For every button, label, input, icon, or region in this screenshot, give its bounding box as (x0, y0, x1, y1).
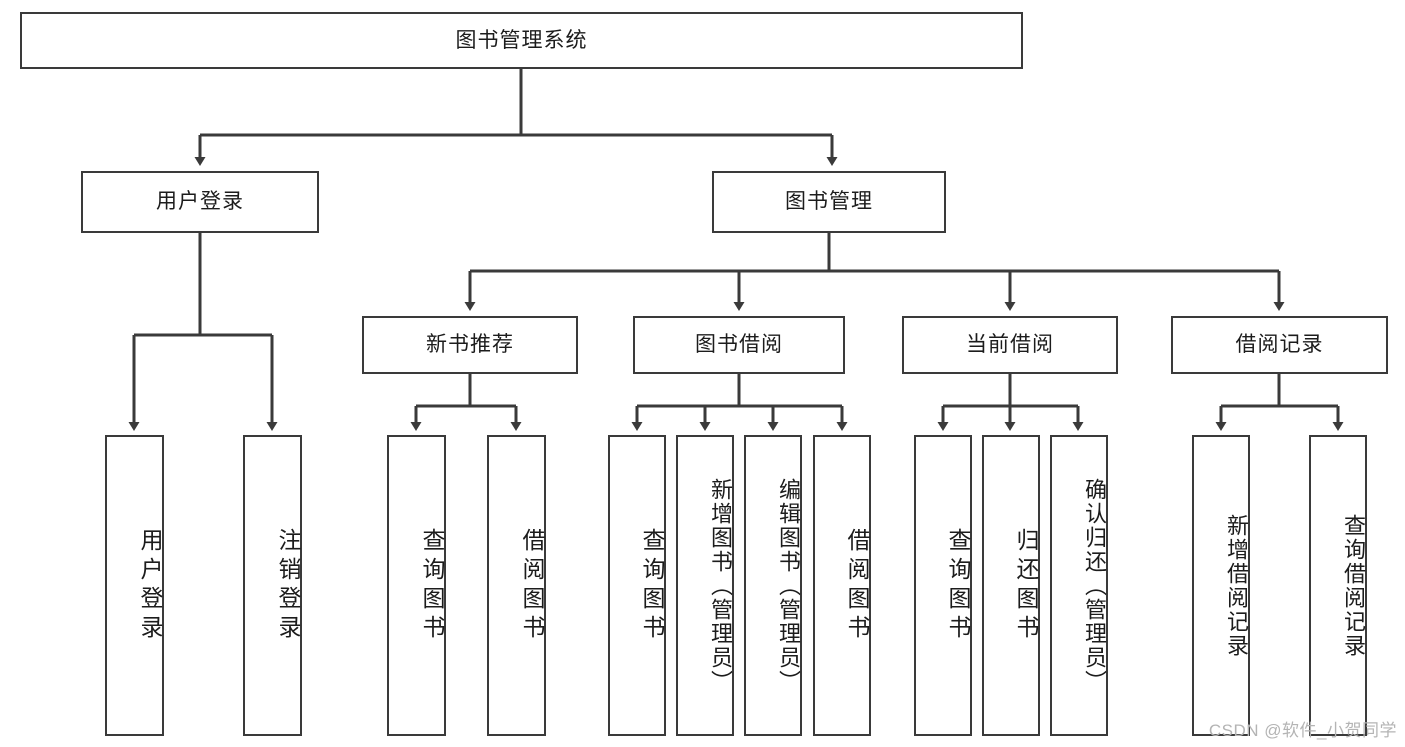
node-leaf-user-login[interactable]: 用户登录 (105, 435, 164, 736)
node-new-book-recommend-label: 新书推荐 (426, 333, 514, 357)
node-leaf-add-book-admin[interactable]: 新增图书（管理员） (676, 435, 734, 736)
node-current-borrow[interactable]: 当前借阅 (902, 316, 1118, 374)
node-leaf-confirm-return-admin[interactable]: 确认归还（管理员） (1050, 435, 1108, 736)
node-current-borrow-label: 当前借阅 (966, 333, 1054, 357)
node-leaf-borrow-query-book-label: 查询图书 (639, 527, 665, 644)
node-new-book-recommend[interactable]: 新书推荐 (362, 316, 578, 374)
watermark-text: CSDN @软件_小贺同学 (1208, 721, 1397, 740)
node-leaf-query-borrow-record[interactable]: 查询借阅记录 (1309, 435, 1367, 736)
node-book-borrow[interactable]: 图书借阅 (633, 316, 845, 374)
node-leaf-user-logout[interactable]: 注销登录 (243, 435, 302, 736)
node-leaf-add-borrow-record[interactable]: 新增借阅记录 (1192, 435, 1250, 736)
node-borrow-record-label: 借阅记录 (1235, 333, 1324, 357)
node-leaf-recommend-query-book-label: 查询图书 (419, 527, 445, 644)
node-leaf-add-book-admin-label: 新增图书（管理员） (708, 477, 733, 694)
node-leaf-borrow-borrow-book[interactable]: 借阅图书 (813, 435, 871, 736)
node-leaf-borrow-query-book[interactable]: 查询图书 (608, 435, 666, 736)
node-user-login[interactable]: 用户登录 (81, 171, 319, 233)
node-leaf-borrow-borrow-book-label: 借阅图书 (844, 527, 870, 644)
node-leaf-recommend-query-book[interactable]: 查询图书 (387, 435, 446, 736)
node-leaf-user-login-label: 用户登录 (137, 527, 163, 644)
node-borrow-record[interactable]: 借阅记录 (1171, 316, 1388, 374)
node-leaf-return-book-label: 归还图书 (1013, 527, 1039, 644)
node-book-borrow-label: 图书借阅 (695, 333, 783, 357)
node-leaf-add-borrow-record-label: 新增借阅记录 (1224, 513, 1249, 658)
node-user-login-label: 用户登录 (156, 190, 244, 214)
node-book-management-label: 图书管理 (785, 190, 873, 214)
node-root[interactable]: 图书管理系统 (20, 12, 1023, 69)
node-leaf-recommend-borrow-book[interactable]: 借阅图书 (487, 435, 546, 736)
node-leaf-query-borrow-record-label: 查询借阅记录 (1341, 513, 1366, 658)
node-leaf-edit-book-admin[interactable]: 编辑图书（管理员） (744, 435, 802, 736)
node-book-management[interactable]: 图书管理 (712, 171, 946, 233)
node-leaf-user-logout-label: 注销登录 (275, 527, 301, 644)
node-leaf-return-book[interactable]: 归还图书 (982, 435, 1040, 736)
node-leaf-confirm-return-admin-label: 确认归还（管理员） (1082, 477, 1107, 694)
node-root-label: 图书管理系统 (455, 28, 588, 52)
node-leaf-current-query-book[interactable]: 查询图书 (914, 435, 972, 736)
node-leaf-current-query-book-label: 查询图书 (945, 527, 971, 644)
node-leaf-recommend-borrow-book-label: 借阅图书 (519, 527, 545, 644)
node-leaf-edit-book-admin-label: 编辑图书（管理员） (776, 477, 801, 694)
